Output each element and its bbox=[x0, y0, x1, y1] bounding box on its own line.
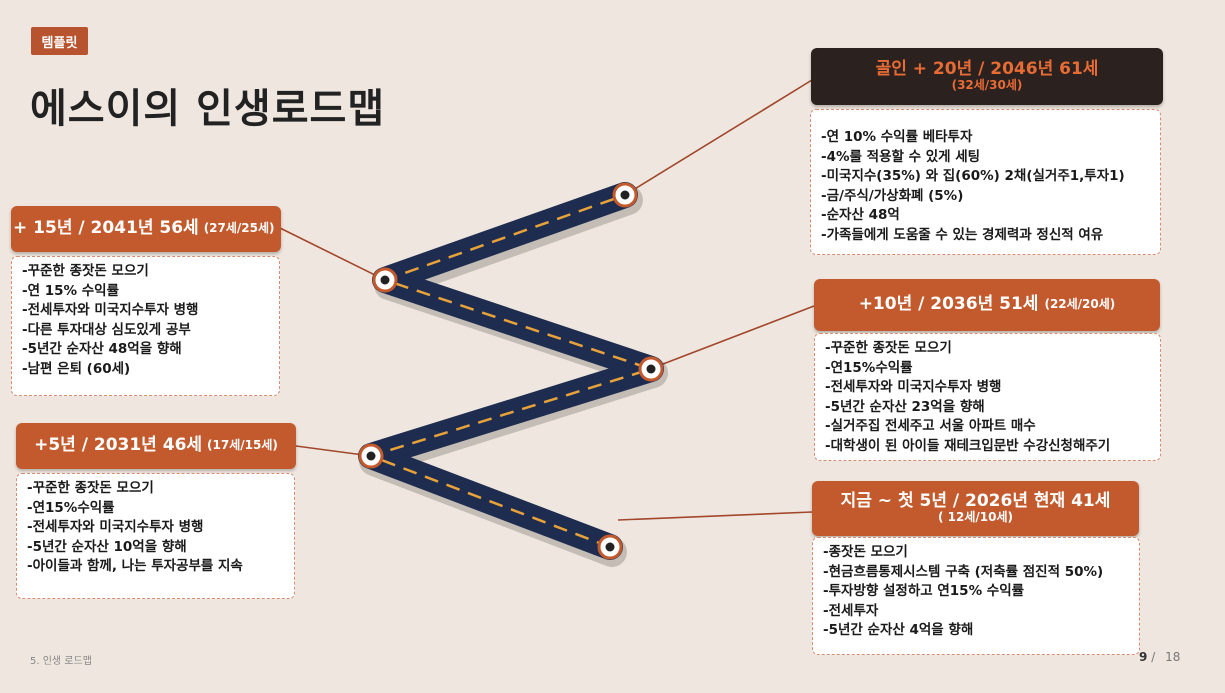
milestone-now-box: -종잣돈 모으기 -현금흐름통제시스템 구축 (저축률 점진적 50%) -투자… bbox=[812, 537, 1140, 655]
milestone-5y-list: -꾸준한 종잣돈 모으기 -연15%수익률 -전세투자와 미국지수투자 병행 -… bbox=[27, 479, 284, 577]
milestone-15y-sub: (27세/25세) bbox=[203, 221, 275, 236]
connector-now bbox=[617, 511, 813, 521]
connector-10y bbox=[649, 305, 815, 370]
milestone-15y-header: + 15년 / 2041년 56세 (27세/25세) bbox=[11, 206, 281, 252]
connector-goal bbox=[624, 79, 813, 196]
node-15y bbox=[372, 267, 398, 293]
list-item: -가족들에게 도움줄 수 있는 경제력과 정신적 여유 bbox=[821, 226, 1104, 243]
list-item: -다른 투자대상 심도있게 공부 bbox=[22, 321, 191, 338]
milestone-5y-header: +5년 / 2031년 46세 (17세/15세) bbox=[16, 423, 296, 469]
milestone-15y-title: + 15년 / 2041년 56세 bbox=[13, 218, 199, 239]
list-item: -5년간 순자산 4억을 향해 bbox=[823, 622, 974, 638]
list-item: -5년간 순자산 23억을 향해 bbox=[825, 398, 985, 415]
list-item: -꾸준한 종잣돈 모으기 bbox=[27, 480, 154, 496]
page-current: 9 bbox=[1139, 650, 1148, 664]
milestone-now-title: 지금 ~ 첫 5년 / 2026년 현재 41세 bbox=[840, 490, 1111, 511]
milestone-15y-list: -꾸준한 종잣돈 모으기 -연 15% 수익률 -전세투자와 미국지수투자 병행… bbox=[22, 262, 269, 379]
list-item: -대학생이 된 아이들 재테크입문반 수강신청해주기 bbox=[825, 437, 1111, 454]
milestone-goal-box: -연 10% 수익률 베타투자 -4%룰 적용할 수 있게 세팅 -미국지수(3… bbox=[810, 109, 1161, 255]
list-item: -아이들과 함께, 나는 투자공부를 지속 bbox=[27, 558, 243, 574]
milestone-10y-list: -꾸준한 종잣돈 모으기 -연15%수익률 -전세투자와 미국지수투자 병행 -… bbox=[825, 339, 1150, 456]
milestone-5y-title: +5년 / 2031년 46세 bbox=[34, 435, 203, 456]
list-item: -5년간 순자산 10억을 향해 bbox=[27, 538, 187, 555]
page-separator: / bbox=[1151, 650, 1156, 664]
list-item: -전세투자 bbox=[823, 602, 879, 619]
list-item: -꾸준한 종잣돈 모으기 bbox=[22, 263, 149, 279]
list-item: -금/주식/가상화폐 (5%) bbox=[821, 187, 964, 204]
list-item: -전세투자와 미국지수투자 병행 bbox=[825, 379, 1002, 395]
template-tag: 템플릿 bbox=[31, 27, 88, 55]
milestone-10y-box: -꾸준한 종잣돈 모으기 -연15%수익률 -전세투자와 미국지수투자 병행 -… bbox=[814, 333, 1161, 461]
milestone-10y-title: +10년 / 2036년 51세 bbox=[858, 294, 1039, 315]
list-item: -연 10% 수익률 베타투자 bbox=[821, 129, 973, 145]
page-title: 에스이의 인생로드맵 bbox=[30, 86, 386, 132]
milestone-now-header: 지금 ~ 첫 5년 / 2026년 현재 41세 ( 12세/10세) bbox=[812, 481, 1139, 536]
list-item: -실거주집 전세주고 서울 아파트 매수 bbox=[825, 418, 1036, 434]
milestone-goal-header: 골인 + 20년 / 2046년 61세 (32세/30세) bbox=[811, 48, 1163, 105]
list-item: -5년간 순자산 48억을 향해 bbox=[22, 341, 182, 357]
list-item: -연 15% 수익률 bbox=[22, 282, 119, 299]
page-indicator: 9 / 18 bbox=[1139, 650, 1180, 664]
page-total: 18 bbox=[1165, 650, 1181, 664]
list-item: -투자방향 설정하고 연15% 수익률 bbox=[823, 583, 1025, 599]
list-item: -미국지수(35%) 와 집(60%) 2채(실거주1,투자1) bbox=[821, 168, 1125, 184]
list-item: -전세투자와 미국지수투자 병행 bbox=[22, 302, 199, 318]
node-goal bbox=[612, 182, 638, 208]
list-item: -순자산 48억 bbox=[821, 207, 900, 223]
milestone-5y-box: -꾸준한 종잣돈 모으기 -연15%수익률 -전세투자와 미국지수투자 병행 -… bbox=[16, 473, 295, 599]
milestone-now-sub: ( 12세/10세) bbox=[937, 510, 1013, 525]
node-10y bbox=[638, 356, 664, 382]
list-item: -남편 은퇴 (60세) bbox=[22, 360, 131, 377]
list-item: -전세투자와 미국지수투자 병행 bbox=[27, 519, 204, 535]
list-item: -꾸준한 종잣돈 모으기 bbox=[825, 340, 952, 356]
milestone-10y-header: +10년 / 2036년 51세 (22세/20세) bbox=[814, 279, 1160, 331]
list-item: -4%룰 적용할 수 있게 세팅 bbox=[821, 148, 981, 165]
node-now bbox=[597, 534, 623, 560]
list-item: -연15%수익률 bbox=[27, 499, 115, 516]
list-item: -연15%수익률 bbox=[825, 359, 913, 376]
connector-15y bbox=[279, 227, 386, 281]
footer-section-label: 5. 인생 로드맵 bbox=[30, 656, 92, 667]
milestone-goal-sub: (32세/30세) bbox=[951, 78, 1023, 93]
milestone-now-list: -종잣돈 모으기 -현금흐름통제시스템 구축 (저축률 점진적 50%) -투자… bbox=[823, 543, 1129, 641]
list-item: -현금흐름통제시스템 구축 (저축률 점진적 50%) bbox=[823, 563, 1104, 580]
list-item: -종잣돈 모으기 bbox=[823, 544, 908, 560]
milestone-goal-title: 골인 + 20년 / 2046년 61세 bbox=[875, 58, 1099, 79]
node-5y bbox=[358, 443, 384, 469]
milestone-5y-sub: (17세/15세) bbox=[207, 438, 278, 453]
road-nodes bbox=[358, 182, 664, 560]
milestone-goal-list: -연 10% 수익률 베타투자 -4%룰 적용할 수 있게 세팅 -미국지수(3… bbox=[821, 128, 1150, 245]
milestone-15y-box: -꾸준한 종잣돈 모으기 -연 15% 수익률 -전세투자와 미국지수투자 병행… bbox=[11, 256, 280, 396]
milestone-10y-sub: (22세/20세) bbox=[1044, 297, 1116, 312]
